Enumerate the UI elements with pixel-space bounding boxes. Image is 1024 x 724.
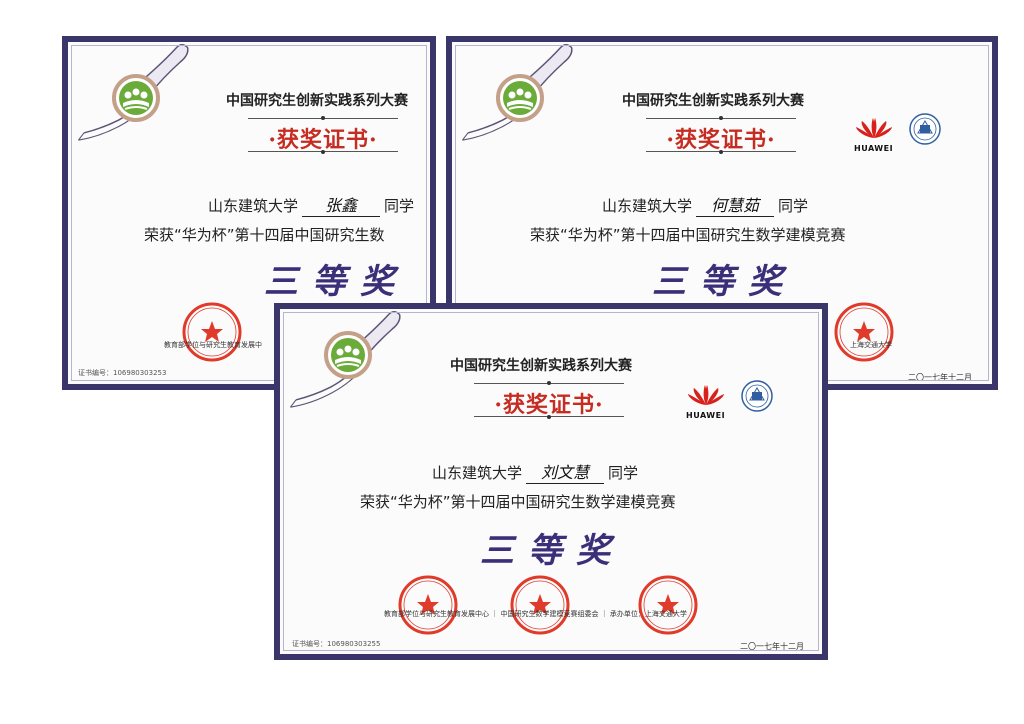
student-name: 刘文慧 xyxy=(526,459,605,484)
student-suffix: 同学 xyxy=(608,464,639,482)
seal-stamp-icon xyxy=(182,302,242,362)
certificate-1: 中国研究生创新实践系列大赛 ·获奖证书· 山东建筑大学张鑫同学 荣获“华为杯”第… xyxy=(62,36,436,390)
huawei-logo-icon xyxy=(688,385,724,405)
organizer-text: 教育部学位与研究生教育发展中心 ｜ 中国研究生数学建模竞赛组委会 ｜ 承办单位：… xyxy=(384,610,687,618)
sponsor-brand: HUAWEI xyxy=(686,411,726,420)
certificate-title: ·获奖证书· xyxy=(494,392,604,418)
recipient-line: 山东建筑大学何慧茹同学 xyxy=(602,192,808,217)
student-name: 何慧茹 xyxy=(696,192,775,217)
university-name: 山东建筑大学 xyxy=(432,464,523,482)
seal-stamp-icon xyxy=(638,575,698,635)
certificate-number: 证书编号：106980303253 xyxy=(78,369,167,377)
competition-logo-icon xyxy=(112,74,160,122)
organizer-text: 教育部学位与研究生教育发展中 xyxy=(164,341,262,349)
certificate-3: 中国研究生创新实践系列大赛 ·获奖证书· HUAWEI 山东建筑大学刘文慧同学 … xyxy=(274,303,828,660)
competition-logo-icon xyxy=(496,74,544,122)
huawei-logo-icon xyxy=(856,118,892,138)
competition-logo-icon xyxy=(324,331,372,379)
university-emblem-icon xyxy=(741,380,773,412)
certificate-title-frame: ·获奖证书· xyxy=(248,116,398,154)
certificate-title-frame: ·获奖证书· xyxy=(474,381,624,419)
certificate-number: 证书编号：106980303255 xyxy=(292,640,381,648)
recipient-line: 山东建筑大学张鑫同学 xyxy=(208,192,414,217)
university-name: 山东建筑大学 xyxy=(602,197,693,215)
certificate-title: ·获奖证书· xyxy=(666,127,776,153)
certificate-title-frame: ·获奖证书· xyxy=(646,116,796,154)
organizer-text: 上海交通大学 xyxy=(850,341,892,349)
series-title: 中国研究生创新实践系列大赛 xyxy=(450,358,632,374)
award-line: 荣获“华为杯”第十四届中国研究生数学建模竞赛 xyxy=(360,493,676,511)
student-suffix: 同学 xyxy=(384,197,415,215)
award-line: 荣获“华为杯”第十四届中国研究生数 xyxy=(144,226,385,244)
seal-stamp-icon xyxy=(834,302,894,362)
series-title: 中国研究生创新实践系列大赛 xyxy=(622,93,804,109)
issue-date: 二〇一七年十二月 xyxy=(740,642,804,651)
seal-stamp-icon xyxy=(398,575,458,635)
award-level: 三等奖 xyxy=(652,262,796,302)
student-name: 张鑫 xyxy=(302,192,381,217)
student-suffix: 同学 xyxy=(778,197,809,215)
recipient-line: 山东建筑大学刘文慧同学 xyxy=(432,459,638,484)
certificate-title: ·获奖证书· xyxy=(268,127,378,153)
sponsor-brand: HUAWEI xyxy=(854,144,894,153)
issue-date: 二〇一七年十二月 xyxy=(908,373,972,382)
series-title: 中国研究生创新实践系列大赛 xyxy=(226,93,408,109)
university-emblem-icon xyxy=(909,113,941,145)
seal-stamp-icon xyxy=(510,575,570,635)
award-level: 三等奖 xyxy=(480,531,624,571)
university-name: 山东建筑大学 xyxy=(208,197,299,215)
award-level: 三等奖 xyxy=(264,262,408,302)
award-line: 荣获“华为杯”第十四届中国研究生数学建模竞赛 xyxy=(530,226,846,244)
